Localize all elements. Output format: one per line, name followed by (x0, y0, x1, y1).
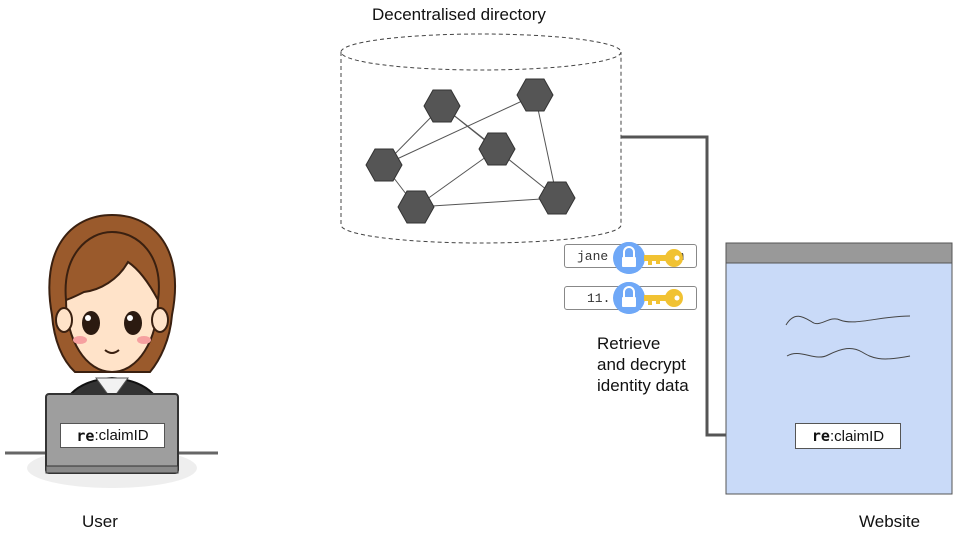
hexagon-node-icon (365, 148, 403, 182)
caption-line: Retrieve (597, 334, 661, 353)
hexagon-node-icon (478, 132, 516, 166)
retrieve-caption: Retrieve and decrypt identity data (597, 333, 689, 396)
website-label: Website (859, 512, 921, 531)
directory-title: Decentralised directory (372, 5, 546, 24)
hexagon-node-icon (397, 190, 435, 224)
website-window (725, 242, 953, 495)
brand-prefix: re (76, 426, 95, 445)
directory-cylinder (340, 33, 622, 244)
identity-data-field: jane m (564, 244, 697, 268)
graph-edges (383, 94, 558, 208)
identity-data-tail: 00 (664, 291, 680, 306)
caption-line: identity data (597, 376, 689, 395)
laptop-claimid-label: re:claimID (60, 423, 165, 448)
brand-suffix: :claimID (94, 427, 149, 444)
brand-suffix: :claimID (829, 427, 885, 445)
hexagon-node-icon (538, 181, 576, 215)
caption-line: and decrypt (597, 355, 686, 374)
scribble-line (785, 315, 911, 326)
brand-prefix: re (811, 427, 830, 445)
graph-nodes (365, 78, 576, 224)
claimid-login-button[interactable]: re:claimID (795, 423, 901, 449)
identity-data-field: 11. 00 (564, 286, 697, 310)
identity-data-head: 11. (587, 291, 611, 306)
scribble-line (786, 347, 911, 360)
identity-data-tail: m (676, 249, 684, 264)
user-label: User (82, 512, 118, 531)
identity-data-head: jane (577, 249, 609, 264)
hexagon-node-icon (516, 78, 554, 112)
hexagon-node-icon (423, 89, 461, 123)
